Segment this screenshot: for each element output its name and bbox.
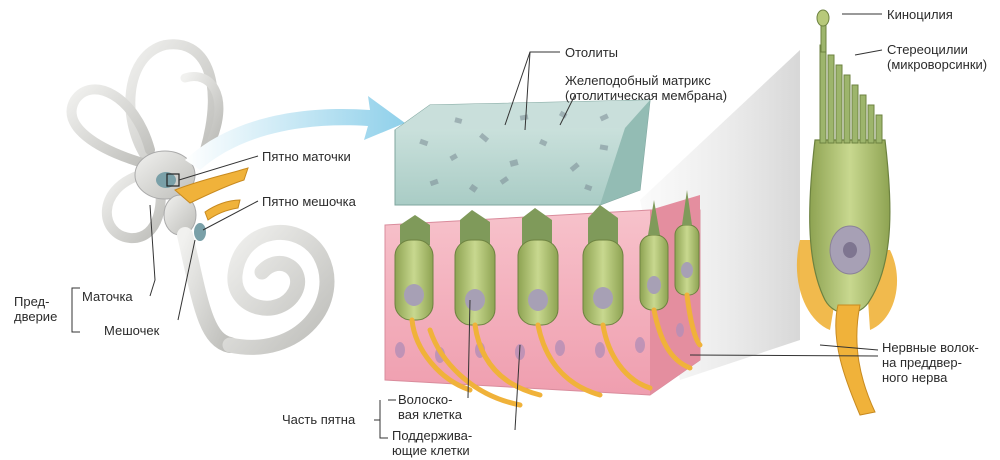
- label-hair-cell-line-2: вая клетка: [398, 407, 463, 422]
- label-stereocilia: Стереоцилии (микроворсинки): [887, 42, 987, 72]
- label-otoliths: Отолиты: [565, 45, 619, 60]
- label-hair-cell: Волоско- вая клетка: [398, 392, 462, 422]
- label-supporting-cells-line-1: Поддержива-: [392, 428, 473, 443]
- label-spot-utricle: Пятно маточки: [262, 149, 351, 164]
- leader-lines: [71, 13, 883, 439]
- label-nerve-fibers-line-2: на преддвер-: [882, 355, 962, 370]
- label-vestibule-line-1: Пред-: [14, 294, 50, 309]
- label-spot-saccule: Пятно мешочка: [262, 194, 356, 209]
- label-nerve-fibers-line-1: Нервные волок-: [882, 340, 979, 355]
- label-stereocilia-line-1: Стереоцилии: [887, 42, 968, 57]
- label-stereocilia-line-2: (микроворсинки): [887, 57, 988, 72]
- macula-block: [384, 99, 703, 408]
- label-supporting-cells: Поддержива- ющие клетки: [392, 428, 472, 458]
- label-supporting-cells-line-2: ющие клетки: [392, 443, 470, 458]
- label-macula-part: Часть пятна: [282, 412, 356, 427]
- label-gel-matrix-line-1: Желеподобный матрикс: [565, 73, 711, 88]
- label-kinocilium: Киноцилия: [887, 7, 953, 22]
- label-nerve-fibers-line-3: ного нерва: [882, 370, 948, 385]
- enlarged-hair-cell: [796, 9, 898, 416]
- label-saccule: Мешочек: [104, 323, 160, 338]
- nerve-fibers-block: [409, 292, 703, 408]
- label-hair-cell-line-1: Волоско-: [398, 392, 453, 407]
- label-vestibule: Пред- дверие: [14, 294, 57, 324]
- hair-cells: [394, 190, 700, 326]
- label-utricle: Маточка: [82, 289, 133, 304]
- zoom-arrow: [185, 96, 405, 170]
- label-gel-matrix-line-2: (отолитическая мембрана): [565, 88, 728, 103]
- labyrinth-illustration: [66, 39, 335, 355]
- label-gel-matrix: Желеподобный матрикс (отолитическая мемб…: [565, 73, 727, 103]
- label-vestibule-line-2: дверие: [14, 309, 58, 324]
- label-nerve-fibers: Нервные волок- на преддвер- ного нерва: [882, 340, 979, 385]
